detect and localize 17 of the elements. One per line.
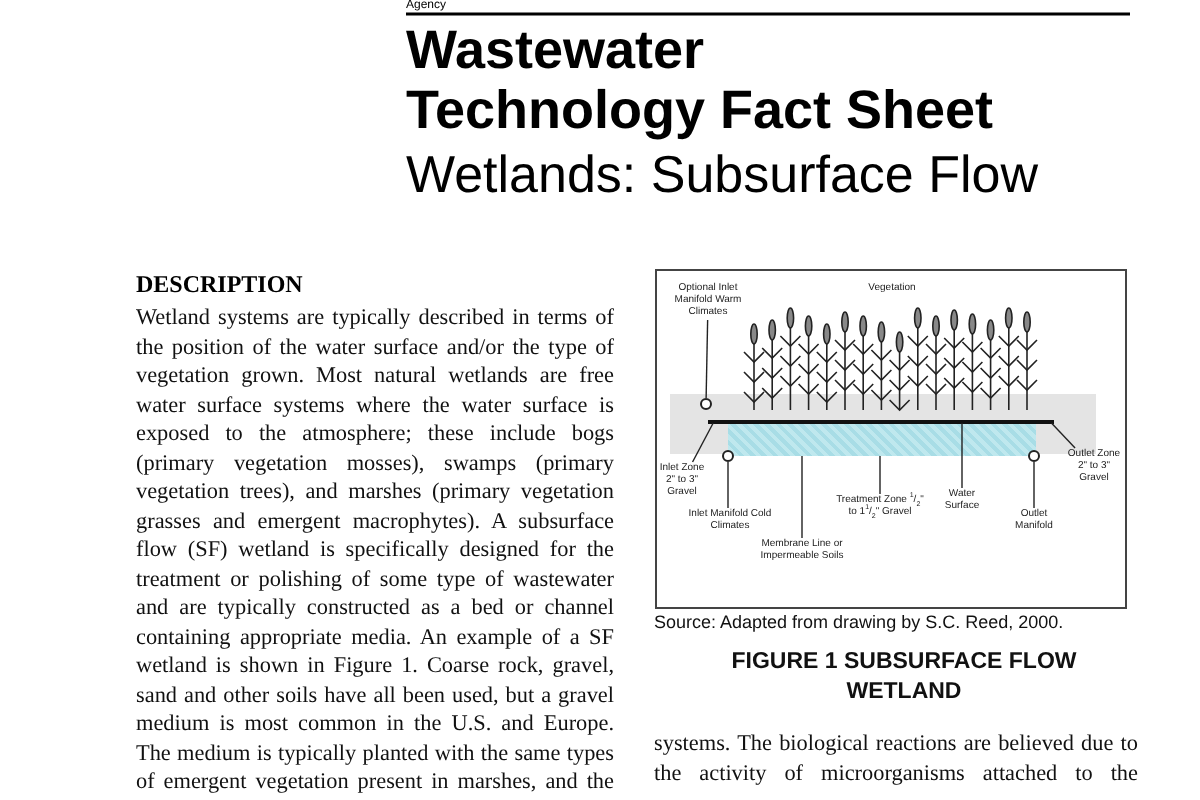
leader-line	[879, 455, 881, 495]
leader-line	[727, 461, 729, 509]
leader-line	[691, 422, 714, 463]
source-note: Source: Adapted from drawing by S.C. Reed, 2000.	[654, 612, 1064, 632]
figure-caption: FIGURE 1 SUBSURFACE FLOW WETLAND	[729, 648, 1079, 708]
body-paragraph: systems. The biological reactions are believed due to the activity of microorganisms attached to the	[654, 730, 1138, 788]
subtitle: Wetlands: Subsurface Flow	[406, 144, 1038, 206]
gravel-bed	[728, 424, 1036, 456]
leader-line	[1050, 422, 1076, 449]
leader-line	[961, 422, 963, 489]
leader-line	[705, 319, 709, 399]
water-surface-line	[708, 420, 1054, 423]
section-heading: DESCRIPTION	[136, 270, 303, 300]
leader-line	[801, 455, 803, 539]
body-paragraph: Wetland systems are typically described in terms of the position of the water surface and/or the type of vegetation grown. Most natural wetlands are free water surface systems where the water surface is exposed to the atmosphere; these include bogs (primary vegetation mosses), swamps (primary vegetation trees), and marshes (primary vegetation grasses and emergent macrophytes). A subsurface flow (SF) wetland is specifically designed for the treatment or polishing of some type of wastewater and are typically constructed as a bed or channel containing appropriate media. An example of a SF wetland is shown in Figure 1. Coarse rock, gravel, sand and other soils have all been used, but a gravel medium is most common in the U.S. and Europe. The medium is typically planted with the same types of emergent vegetation present in marshes, and the	[136, 304, 614, 797]
leader-line	[1033, 461, 1035, 509]
title: Wastewater Technology Fact Sheet	[406, 20, 996, 140]
